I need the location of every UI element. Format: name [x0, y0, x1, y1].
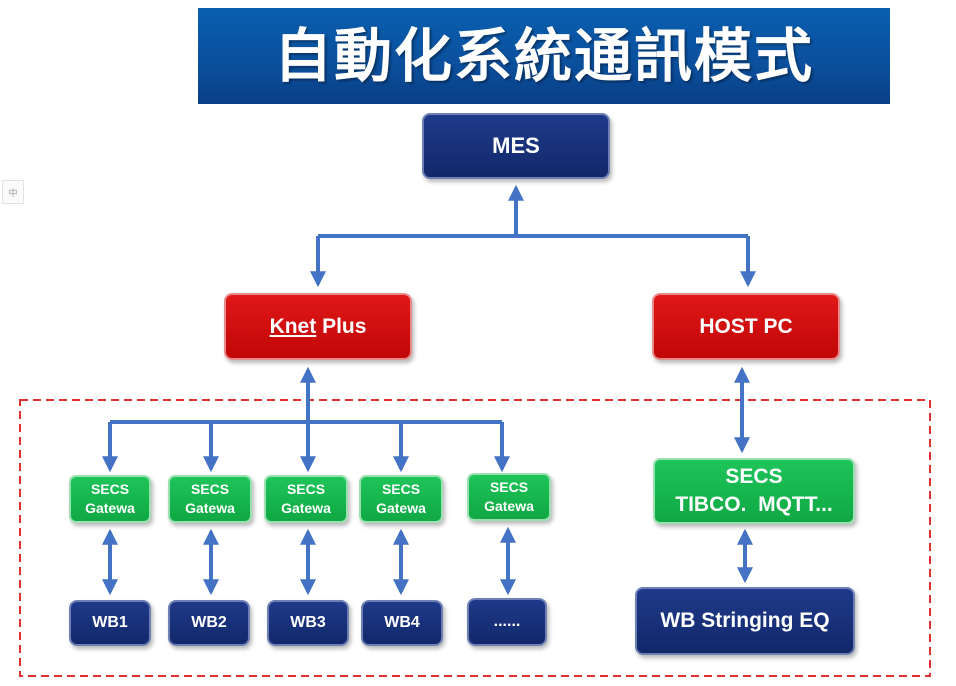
wb3-node: WB3: [267, 600, 349, 646]
wb-label: WB2: [191, 614, 227, 631]
gateway-line2: Gatewa: [185, 500, 235, 516]
secs-gateway-4: SECS Gatewa: [359, 475, 443, 523]
gateway-line2: Gatewa: [85, 500, 135, 516]
wb-more-node: ......: [467, 598, 547, 646]
equipment-group-frame: [19, 399, 931, 677]
host-pc-node: HOST PC: [652, 293, 840, 360]
wb-label: ......: [493, 613, 521, 630]
gateway-line2: Gatewa: [376, 500, 426, 516]
wb2-node: WB2: [168, 600, 250, 646]
host-pc-label: HOST PC: [699, 314, 793, 338]
side-mark: 中: [2, 180, 24, 204]
wb-label: WB1: [92, 614, 128, 631]
knet-plus-node: Knet Plus: [224, 293, 412, 360]
wb-label: WB3: [290, 614, 326, 631]
wb-stringing-label: WB Stringing EQ: [660, 609, 830, 632]
secs-gateway-1: SECS Gatewa: [69, 475, 151, 523]
gateway-line1: SECS: [489, 479, 529, 495]
gateway-line1: SECS: [90, 481, 130, 497]
knet-label-underlined: Knet: [269, 314, 317, 338]
title-banner: 自動化系統通訊模式: [198, 8, 890, 104]
mes-label: MES: [492, 133, 540, 158]
wb-stringing-node: WB Stringing EQ: [635, 587, 855, 655]
wb-label: WB4: [384, 614, 420, 631]
wb1-node: WB1: [69, 600, 151, 646]
mes-node: MES: [422, 113, 610, 179]
secs-tibco-line1: SECS: [725, 465, 783, 488]
gateway-line1: SECS: [381, 481, 421, 497]
secs-gateway-2: SECS Gatewa: [168, 475, 252, 523]
secs-gateway-5: SECS Gatewa: [467, 473, 551, 521]
gateway-line1: SECS: [286, 481, 326, 497]
knet-label-rest: Plus: [316, 314, 367, 338]
page-title: 自動化系統通訊模式: [273, 22, 814, 90]
secs-tibco-node: SECS TIBCO. MQTT...: [653, 458, 855, 524]
gateway-line2: Gatewa: [484, 498, 534, 514]
secs-gateway-3: SECS Gatewa: [264, 475, 348, 523]
gateway-line2: Gatewa: [281, 500, 331, 516]
wb4-node: WB4: [361, 600, 443, 646]
secs-tibco-line2: TIBCO. MQTT...: [675, 493, 833, 516]
gateway-line1: SECS: [190, 481, 230, 497]
